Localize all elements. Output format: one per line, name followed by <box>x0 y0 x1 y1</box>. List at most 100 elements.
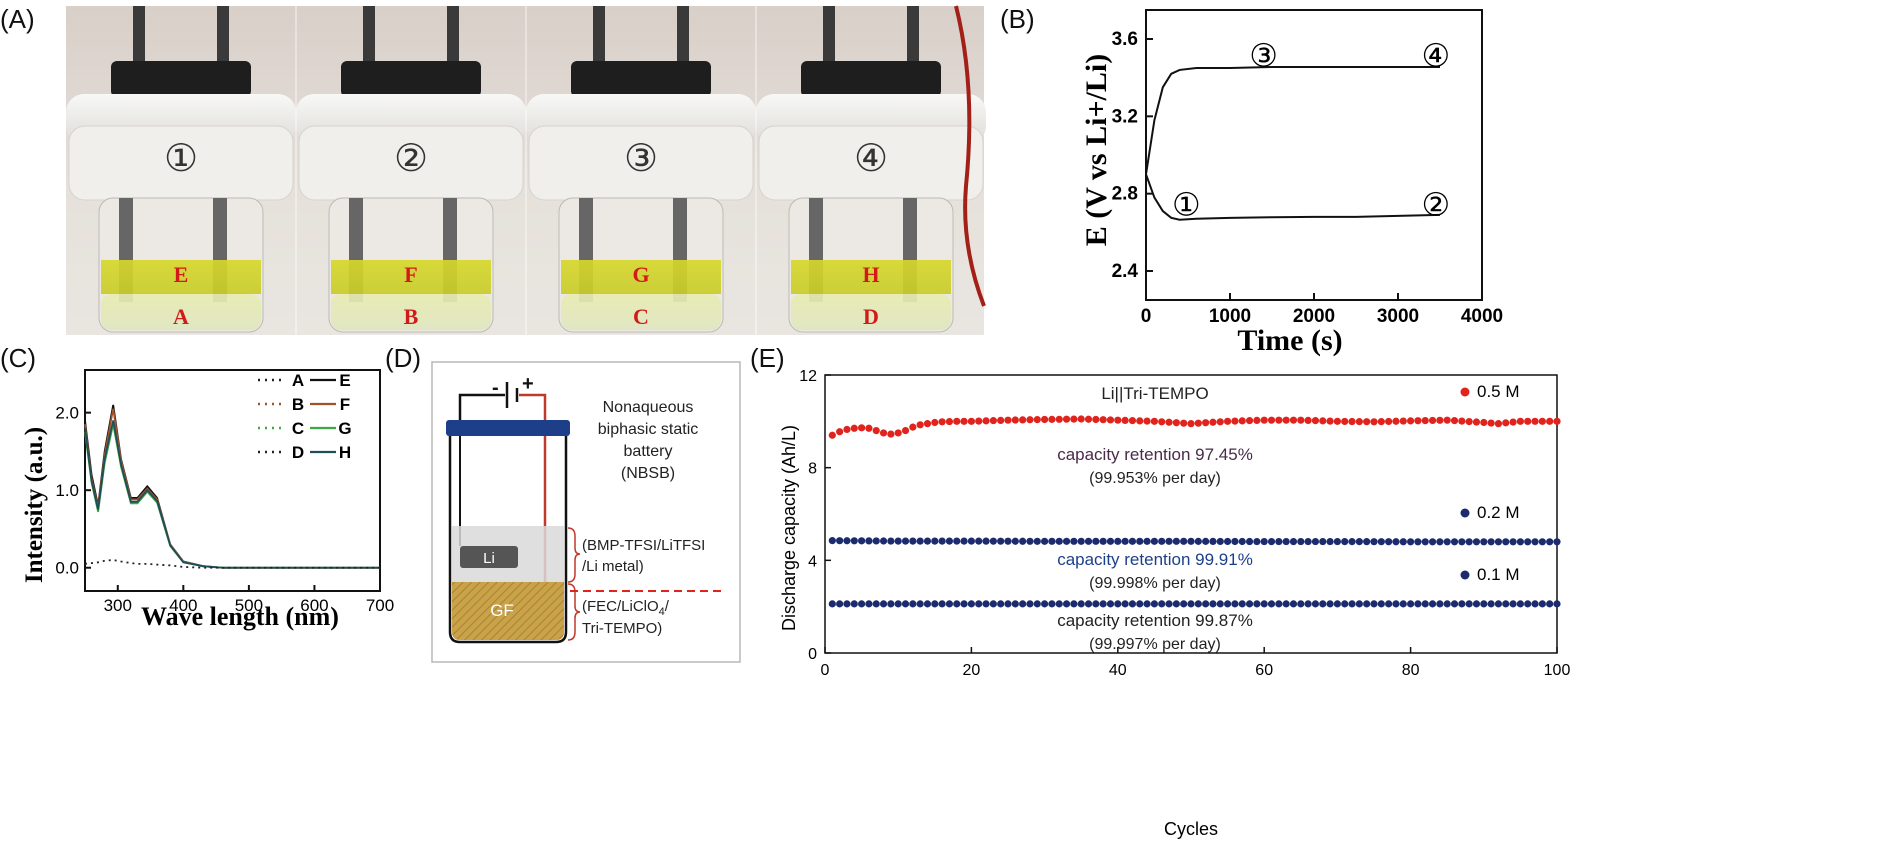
chart-e-point-05M-63 <box>1282 416 1290 424</box>
chart-c-legend-dotted-label-1: B <box>292 395 304 414</box>
chart-e-point-01M-94 <box>1509 600 1517 608</box>
cell-number-2: ② <box>394 138 428 180</box>
cell-number-4: ④ <box>854 138 888 180</box>
chart-e-point-02M-43 <box>1136 537 1144 545</box>
chart-e-point-01M-54 <box>1216 600 1224 608</box>
chart-b-ylabel: E (V vs Li+/Li) <box>1080 54 1113 246</box>
chart-e-point-01M-96 <box>1524 600 1532 608</box>
chart-e-point-05M-49 <box>1180 419 1188 427</box>
upper-bracket <box>567 527 581 583</box>
liquid-lower-4 <box>791 294 951 330</box>
chart-e-point-05M-91 <box>1487 419 1495 427</box>
chart-e-point-02M-24 <box>997 537 1005 545</box>
chart-c-legend-dotted-label-0: A <box>292 371 304 390</box>
chart-e-point-05M-12 <box>909 423 917 431</box>
chart-e-point-01M-63 <box>1282 600 1290 608</box>
chart-e-point-01M-48 <box>1172 600 1180 608</box>
chart-e-point-02M-11 <box>901 537 910 545</box>
chart-e-point-02M-97 <box>1531 538 1539 546</box>
chart-e-point-02M-4 <box>850 537 858 545</box>
chart-e-point-01M-34 <box>1070 600 1078 608</box>
chart-e-point-05M-74 <box>1363 418 1371 426</box>
chart-e-point-01M-92 <box>1494 600 1503 608</box>
cell-top-label-4: H <box>862 262 879 287</box>
chart-e-xtick-label-5: 100 <box>1544 662 1571 679</box>
chart-c-legend-solid-label-1: F <box>340 395 350 414</box>
chart-e-point-01M-72 <box>1348 600 1356 608</box>
chart-b-annotation-4: ④ <box>1421 37 1450 73</box>
chart-e-point-01M-80 <box>1407 600 1415 608</box>
chart-e-point-05M-7 <box>872 427 880 435</box>
chart-e-point-02M-18 <box>953 537 961 545</box>
chart-e-point-02M-54 <box>1216 537 1224 546</box>
chart-e-point-05M-76 <box>1377 418 1385 426</box>
chart-e-point-02M-57 <box>1238 537 1246 546</box>
chart-e-point-01M-24 <box>997 600 1005 608</box>
chart-e-point-05M-45 <box>1150 417 1158 425</box>
chart-e-xtick-label-4: 80 <box>1402 662 1420 679</box>
chart-e-point-05M-28 <box>1026 416 1034 424</box>
chart-e-point-01M-87 <box>1458 600 1466 608</box>
chart-e-point-01M-88 <box>1465 600 1473 608</box>
chart-e-point-01M-62 <box>1275 600 1283 608</box>
chart-e-point-05M-100 <box>1553 417 1561 425</box>
chart-e-point-02M-25 <box>1004 537 1012 545</box>
chart-e-point-02M-28 <box>1026 537 1034 545</box>
chart-e-point-02M-85 <box>1443 538 1451 546</box>
chart-e-point-02M-78 <box>1392 538 1400 546</box>
chart-e-point-05M-36 <box>1084 415 1093 423</box>
chart-b-xlabel: Time (s) <box>1237 324 1342 357</box>
chart-e-point-01M-61 <box>1267 600 1276 608</box>
chart-e-point-01M-53 <box>1209 600 1217 608</box>
chart-c-series-A-D <box>84 559 380 569</box>
chart-e-point-05M-2 <box>836 428 844 436</box>
chart-e-point-05M-51 <box>1194 419 1202 427</box>
chart-e-point-05M-40 <box>1114 416 1122 424</box>
chart-e-point-05M-67 <box>1311 417 1320 425</box>
chart-e-point-05M-46 <box>1158 418 1166 426</box>
cell-bottom-label-3: C <box>633 304 649 329</box>
chart-e-point-05M-3 <box>843 425 851 434</box>
cell-1: ① E A <box>164 138 198 329</box>
chart-e-legend-marker-0 <box>1460 387 1470 397</box>
chart-e-point-01M-12 <box>909 600 917 608</box>
chart-e-point-02M-72 <box>1348 538 1356 546</box>
chart-e-point-01M-84 <box>1436 600 1444 608</box>
chart-e-xlabel: Cycles <box>1164 819 1218 839</box>
chart-e-point-05M-1 <box>828 431 836 439</box>
chart-e-point-01M-42 <box>1128 600 1137 608</box>
panel-label-e: (E) <box>750 343 785 373</box>
liquid-upper-1 <box>101 260 261 294</box>
chart-e-point-02M-33 <box>1062 537 1071 545</box>
chart-e-point-01M-32 <box>1055 600 1063 608</box>
cell-top-label-2: F <box>404 262 417 287</box>
chart-e-point-01M-59 <box>1253 600 1261 608</box>
chart-e-point-05M-26 <box>1011 416 1019 424</box>
chart-e-point-05M-99 <box>1546 417 1554 425</box>
chart-c-xtick-label-2: 500 <box>235 596 263 615</box>
chart-e-point-05M-41 <box>1121 416 1129 425</box>
chart-e-point-05M-84 <box>1436 416 1444 424</box>
chart-e-point-01M-16 <box>938 600 946 608</box>
chart-e-point-01M-15 <box>931 600 939 608</box>
chart-b-annotation-2: ② <box>1421 186 1450 222</box>
chart-e-legend-marker-2 <box>1460 570 1470 580</box>
chart-e-point-02M-59 <box>1253 537 1261 546</box>
chart-e-point-01M-8 <box>879 600 888 608</box>
knob-block-2 <box>341 61 481 97</box>
chart-e-point-05M-27 <box>1019 416 1027 424</box>
chart-e-point-01M-35 <box>1077 600 1085 608</box>
chart-e-point-05M-30 <box>1041 415 1049 424</box>
chart-e-point-02M-46 <box>1158 537 1166 545</box>
chart-e-point-02M-64 <box>1289 537 1298 546</box>
chart-e-point-01M-47 <box>1165 600 1173 608</box>
chart-b-xtick-label-1: 1000 <box>1209 306 1251 327</box>
chart-e-point-02M-65 <box>1297 537 1305 546</box>
rod-right-top-4 <box>907 6 919 66</box>
chart-e-point-05M-16 <box>938 418 946 426</box>
chart-e-point-02M-51 <box>1194 537 1202 545</box>
chart-e-ytick-label-2: 8 <box>808 461 817 478</box>
chart-e-point-01M-49 <box>1180 600 1188 608</box>
chart-e-point-05M-47 <box>1165 418 1173 426</box>
